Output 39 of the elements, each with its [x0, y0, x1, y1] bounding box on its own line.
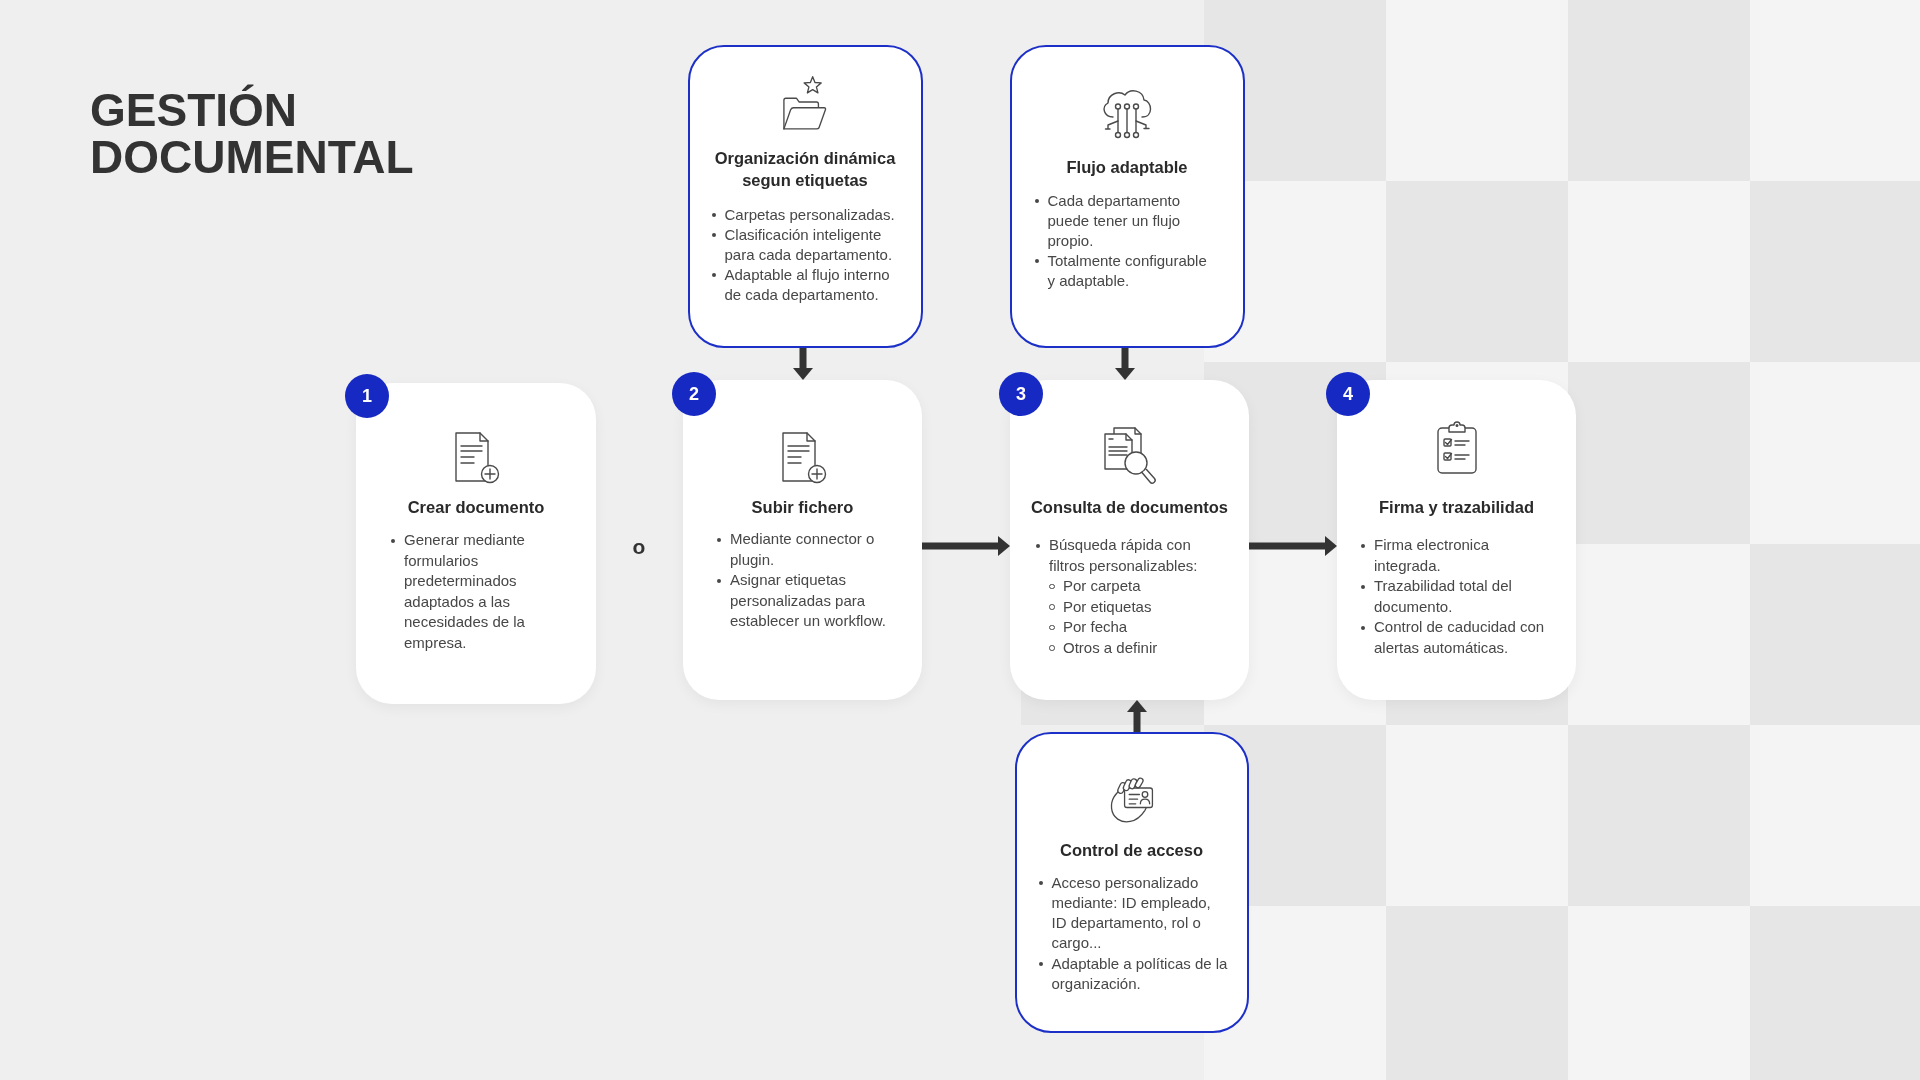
bullet-item: Adaptable al flujo interno de cada departamento.: [710, 264, 909, 305]
bullet-item: Clasificación inteligente para cada departamento.: [710, 224, 909, 265]
arrow: [922, 536, 1010, 556]
step-card: [683, 380, 922, 700]
arrow: [793, 348, 813, 380]
step-card: [356, 383, 596, 704]
sub-bullet-item: Por carpeta: [1049, 576, 1141, 597]
card-title: Flujo adaptable: [1065, 156, 1189, 178]
bullet-item: Carpetas personalizadas.: [710, 204, 895, 225]
feature-card: [1015, 732, 1249, 1033]
bullet-item: Acceso personalizado mediante: ID empleado, ID departamento, rol o cargo...: [1037, 872, 1230, 954]
arrow: [1249, 536, 1337, 556]
bullet-item: Cada departamento puede tener un flujo propio.: [1033, 190, 1216, 251]
bullet-item: Trazabilidad total del documento.: [1360, 576, 1548, 617]
card-title: Subir fichero: [750, 497, 855, 518]
feature-card: [1010, 45, 1245, 348]
card-title: Organización dinámica segun etiquetas: [713, 147, 897, 191]
bullet-item: Control de caducidad con alertas automáticas.: [1360, 617, 1548, 658]
bullet-item: Adaptable a políticas de la organización.: [1037, 953, 1230, 995]
step-number: 2: [672, 372, 716, 416]
bullet-item: Mediante connector o plugin.: [716, 529, 894, 570]
card-title: Crear documento: [406, 497, 546, 518]
bullet-item: Búsqueda rápida con filtros personalizables:: [1035, 535, 1227, 576]
page-title: GESTIÓN DOCUMENTAL: [90, 83, 415, 181]
bullet-item: Generar mediante formularios predeterminados adaptados a las necesidades de la empresa.: [390, 530, 572, 653]
card-title: Control de acceso: [1058, 839, 1204, 861]
sub-bullet-item: Otros a definir: [1049, 637, 1158, 658]
or-label: o: [632, 535, 646, 557]
card-title: Firma y trazabilidad: [1378, 497, 1535, 518]
step-number: 3: [999, 372, 1043, 416]
sub-bullet-item: Por fecha: [1049, 617, 1128, 638]
step-number: 1: [345, 374, 389, 418]
bullet-item: Totalmente configurable y adaptable.: [1033, 250, 1216, 291]
sub-bullet-item: Por etiquetas: [1049, 596, 1152, 617]
feature-card: [688, 45, 923, 348]
card-title: Consulta de documentos: [1029, 497, 1230, 518]
arrow: [1115, 348, 1135, 380]
bullet-item: Asignar etiquetas personalizadas para establecer un workflow.: [716, 570, 894, 632]
bullet-item: Firma electronica integrada.: [1360, 535, 1548, 576]
